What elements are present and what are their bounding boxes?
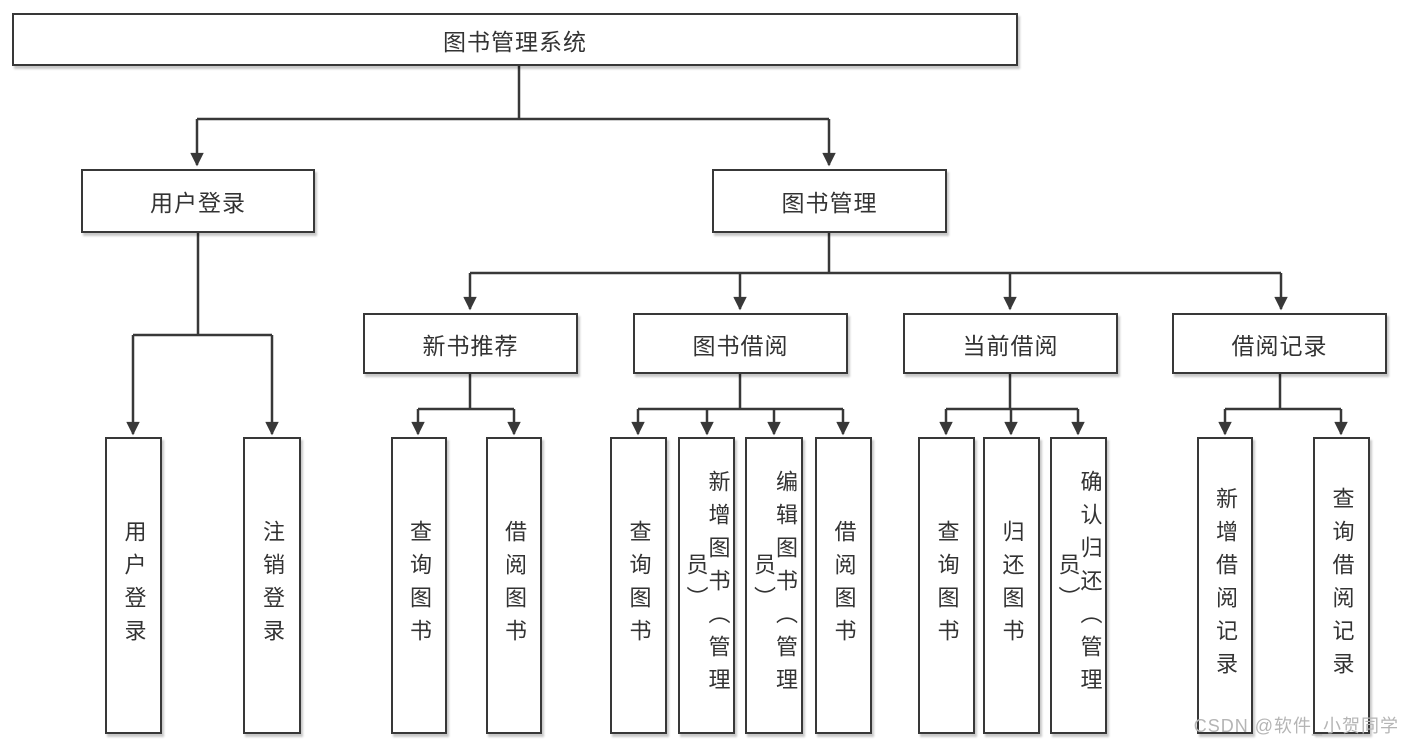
leaf-current-confirm-return-admin: 确认归还（管理员） [1050,437,1107,734]
node-root-label: 图书管理系统 [443,28,587,55]
node-new-book-recommend: 新书推荐 [363,313,578,374]
leaf-records-query-record: 查询借阅记录 [1313,437,1370,734]
node-book-management: 图书管理 [712,169,947,233]
leaf-borrow-borrow-books: 借阅图书 [815,437,872,734]
leaf-records-add-record: 新增借阅记录 [1197,437,1253,734]
leaf-current-query-books: 查询图书 [918,437,975,734]
node-user-login: 用户登录 [81,169,315,233]
leaf-borrow-query-books: 查询图书 [610,437,667,734]
leaf-current-return-books: 归还图书 [983,437,1040,734]
node-borrow-records: 借阅记录 [1172,313,1387,374]
leaf-newbook-query-books: 查询图书 [391,437,447,734]
node-book-management-label: 图书管理 [781,190,878,216]
node-current-borrow: 当前借阅 [903,313,1118,374]
node-book-borrow: 图书借阅 [633,313,848,374]
leaf-borrow-edit-books-admin: 编辑图书（管理员） [745,437,803,734]
leaf-newbook-borrow-books: 借阅图书 [486,437,542,734]
leaf-borrow-add-books-admin: 新增图书（管理员） [678,437,735,734]
csdn-watermark: CSDN @软件_小贺同学 [1193,716,1399,736]
node-root-system: 图书管理系统 [12,13,1018,66]
leaf-logout: 注销登录 [243,437,301,734]
leaf-user-login: 用户登录 [105,437,162,734]
node-user-login-label: 用户登录 [150,190,246,216]
